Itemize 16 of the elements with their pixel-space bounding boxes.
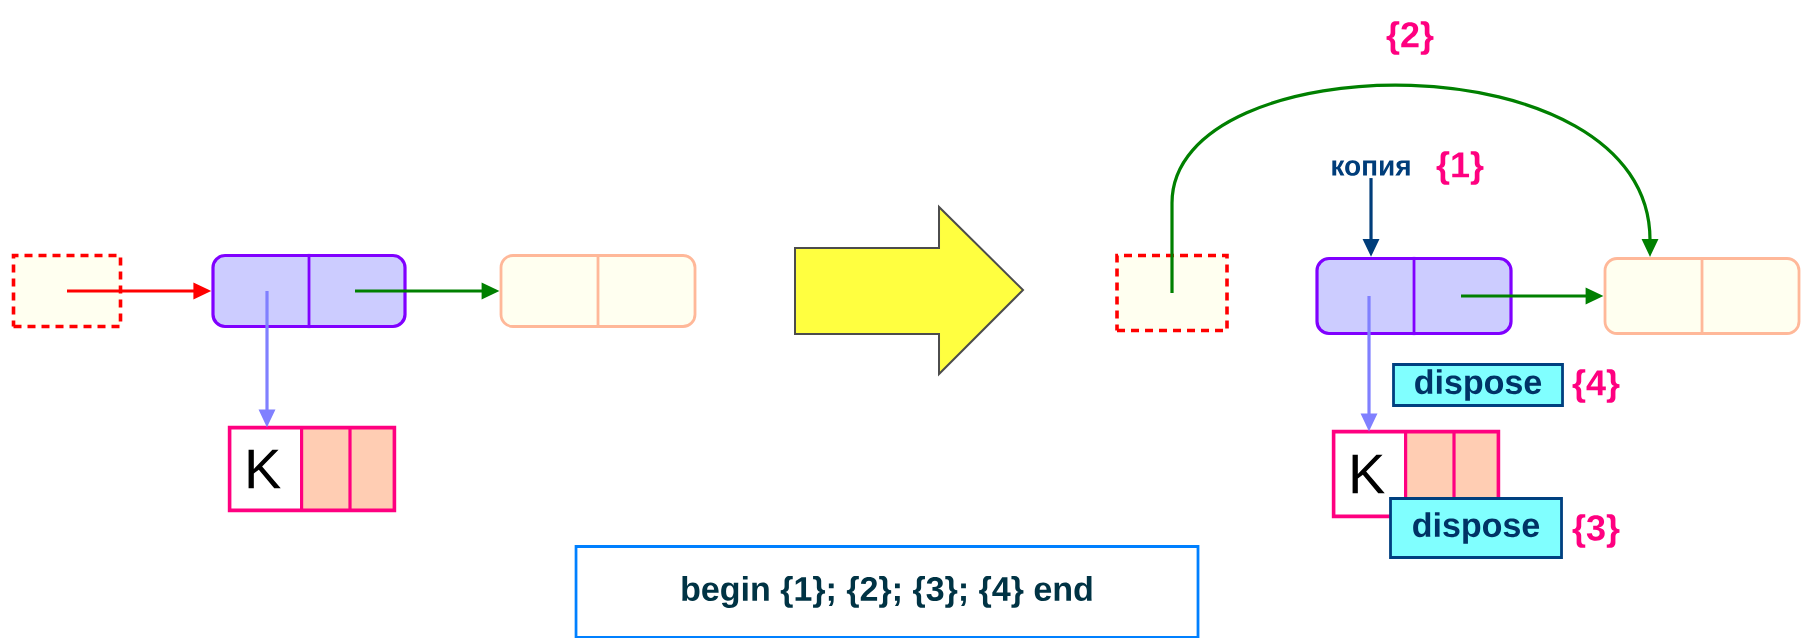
list-node-box [1603,257,1801,335]
caption-text: копия [1332,160,1410,176]
step-number: {3} [1572,514,1620,548]
list-node-box [499,254,697,328]
dispose-box: dispose [1392,363,1564,407]
record-box: K [227,425,397,513]
pointer-box [1115,253,1229,333]
list-node-box [211,253,407,329]
step-number: {1} [1436,151,1484,185]
arrow [1170,83,1659,293]
dispose-box: dispose [1389,497,1563,559]
edge-label: {2} [1384,19,1437,57]
step-number: {4} [1572,369,1620,403]
pointer-box [11,253,123,329]
list-node-box [1315,256,1513,336]
code-box: begin {1}; {2}; {3}; {4} end [574,545,1200,638]
